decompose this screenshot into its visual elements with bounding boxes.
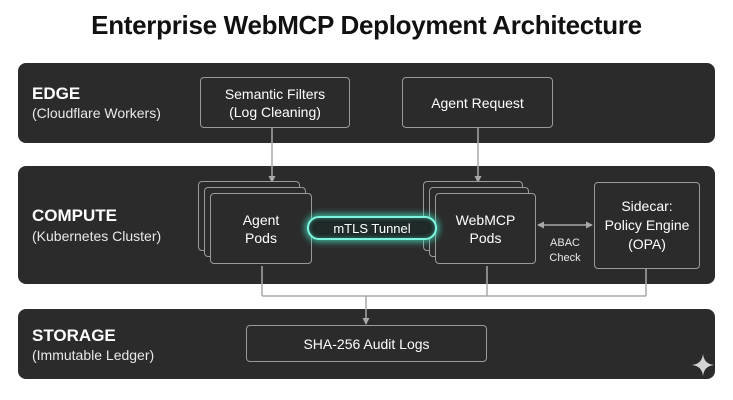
audit-logs-node: SHA-256 Audit Logs: [246, 325, 487, 362]
edge-tier: EDGE (Cloudflare Workers): [18, 63, 715, 143]
mtls-tunnel-label: mTLS Tunnel: [333, 220, 411, 236]
diagram-title: Enterprise WebMCP Deployment Architectur…: [91, 10, 642, 40]
storage-tier-label: STORAGE: [32, 326, 116, 345]
semantic-filters-subtitle: (Log Cleaning): [229, 103, 321, 120]
mtls-tunnel: mTLS Tunnel: [307, 216, 437, 240]
compute-tier-label: COMPUTE: [32, 206, 117, 225]
audit-logs-label: SHA-256 Audit Logs: [303, 335, 430, 352]
sidecar-policy-engine: Policy Engine: [604, 217, 690, 233]
sparkle-icon: [692, 354, 714, 376]
agent-pods-node: Agent Pods: [210, 193, 312, 264]
agent-request-label: Agent Request: [431, 94, 524, 111]
webmcp-pods-title: WebMCP: [455, 211, 516, 228]
storage-tier-subtitle: (Immutable Ledger): [32, 347, 155, 363]
abac-check-label: ABAC Check: [540, 236, 590, 266]
edge-tier-subtitle: (Cloudflare Workers): [32, 105, 161, 121]
semantic-filters-title: Semantic Filters: [224, 85, 326, 102]
abac-check-line2: Check: [549, 252, 581, 264]
edge-tier-label: EDGE: [32, 84, 81, 103]
compute-tier-subtitle: (Kubernetes Cluster): [32, 228, 162, 244]
agent-pods-title: Agent: [242, 211, 280, 228]
sidecar-opa: (OPA): [628, 236, 666, 252]
sidecar-title: Sidecar:: [621, 198, 673, 214]
agent-pods-subtitle: Pods: [245, 229, 277, 246]
agent-request-node: Agent Request: [402, 77, 553, 128]
sidecar-policy-engine-node: Sidecar: Policy Engine (OPA): [594, 182, 700, 269]
semantic-filters-node: Semantic Filters (Log Cleaning): [200, 77, 350, 128]
webmcp-pods-subtitle: Pods: [469, 229, 502, 246]
webmcp-pods-node: WebMCP Pods: [435, 193, 536, 264]
abac-check-line1: ABAC: [550, 237, 580, 249]
